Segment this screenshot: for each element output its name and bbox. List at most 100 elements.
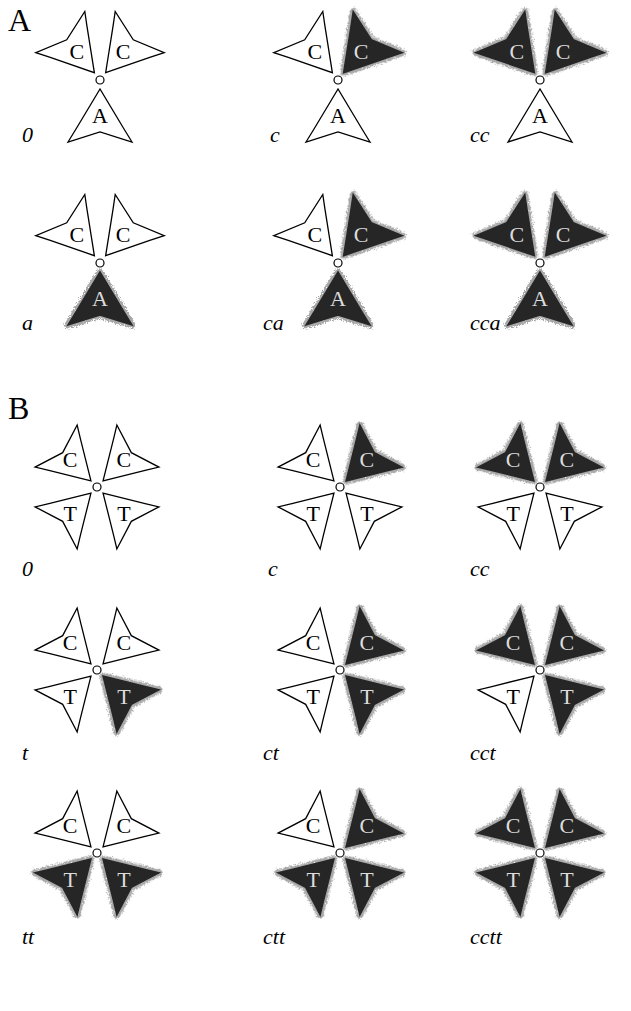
subunit-wedge: C (527, 420, 607, 500)
shading-halo (82, 838, 159, 915)
open-wedge (81, 12, 164, 94)
shaded-wedge (521, 12, 604, 94)
shading-halo (35, 838, 112, 915)
shaded-wedge (478, 838, 555, 915)
state-label: cc (470, 124, 490, 146)
pore-circle (336, 483, 344, 491)
subunit-letter: C (510, 224, 525, 246)
subunit-letter: A (330, 105, 346, 127)
subunit-letter: C (556, 41, 571, 63)
subunit-letter: T (506, 869, 519, 891)
open-wedge (478, 655, 555, 732)
pore-circle (536, 259, 544, 267)
pore-circle (334, 76, 342, 84)
subunit-letter: T (117, 869, 130, 891)
subunit-wedge: C (321, 195, 401, 275)
pore-circle (334, 259, 342, 267)
subunit-wedge: C (30, 420, 110, 500)
pore-circle (536, 483, 544, 491)
shading-halo (68, 272, 132, 325)
shading-halo (521, 195, 604, 277)
subunit-letter: T (63, 686, 76, 708)
subunit-letter: C (70, 41, 85, 63)
subunit-wedge: T (473, 474, 553, 554)
subunit-letter: C (506, 449, 521, 471)
state-label: cctt (470, 926, 502, 948)
shading-halo (525, 838, 602, 915)
state-label: cct (470, 742, 496, 764)
state-label: 0 (22, 124, 33, 146)
subunit-wedge: T (273, 840, 353, 920)
shaded-wedge (82, 838, 159, 915)
subunit-wedge: C (84, 786, 164, 866)
panel-letter: A (8, 4, 31, 36)
open-wedge (325, 472, 402, 549)
open-wedge (36, 12, 119, 94)
pore-circle (536, 666, 544, 674)
open-wedge (35, 472, 112, 549)
shading-halo (319, 195, 402, 277)
open-wedge (278, 472, 355, 549)
subunit-wedge: C (523, 12, 603, 92)
pore-circle (93, 849, 101, 857)
subunit-letter: T (506, 503, 519, 525)
subunit-letter: C (306, 449, 321, 471)
subunit-letter: C (560, 449, 575, 471)
open-wedge (306, 89, 370, 142)
shading-halo (325, 425, 402, 502)
subunit-wedge: C (84, 420, 164, 500)
subunit-wedge: C (527, 786, 607, 866)
open-wedge (68, 89, 132, 142)
state-label: a (22, 312, 33, 334)
open-wedge (81, 195, 164, 277)
open-wedge (278, 655, 355, 732)
subunit-letter: C (510, 41, 525, 63)
subunit-wedge: T (327, 840, 407, 920)
subunit-wedge: T (84, 657, 164, 737)
shading-halo (478, 425, 555, 502)
subunit-letter: C (63, 815, 78, 837)
subunit-letter: C (63, 632, 78, 654)
subunit-wedge: C (477, 195, 557, 275)
subunit-letter: C (354, 41, 369, 63)
pore-circle (336, 666, 344, 674)
shaded-wedge (521, 195, 604, 277)
open-wedge (525, 472, 602, 549)
subunit-wedge: T (273, 474, 353, 554)
state-label: cc (470, 558, 490, 580)
shading-halo (508, 272, 572, 325)
shaded-wedge (525, 608, 602, 685)
shaded-wedge (278, 838, 355, 915)
subunit-wedge: T (30, 657, 110, 737)
subunit-wedge: C (275, 195, 355, 275)
subunit-wedge: C (37, 12, 117, 92)
pore-circle (96, 76, 104, 84)
open-wedge (478, 472, 555, 549)
subunit-letter: C (506, 815, 521, 837)
subunit-letter: C (560, 815, 575, 837)
shaded-wedge (35, 838, 112, 915)
state-label: t (22, 742, 28, 764)
subunit-wedge: A (298, 259, 378, 339)
subunit-letter: C (354, 224, 369, 246)
subunit-letter: A (532, 288, 548, 310)
pore-circle (536, 76, 544, 84)
shaded-wedge (306, 272, 370, 325)
subunit-letter: C (116, 224, 131, 246)
shaded-wedge (525, 838, 602, 915)
shaded-wedge (325, 655, 402, 732)
open-wedge (82, 425, 159, 502)
subunit-letter: C (506, 632, 521, 654)
pore-circle (336, 849, 344, 857)
shaded-wedge (82, 655, 159, 732)
state-label: 0 (22, 558, 33, 580)
subunit-wedge: T (84, 840, 164, 920)
shading-halo (306, 272, 370, 325)
subunit-wedge: T (527, 474, 607, 554)
subunit-letter: T (360, 503, 373, 525)
subunit-letter: T (560, 503, 573, 525)
subunit-letter: C (360, 449, 375, 471)
pore-circle (93, 483, 101, 491)
subunit-letter: T (63, 503, 76, 525)
subunit-wedge: C (273, 420, 353, 500)
